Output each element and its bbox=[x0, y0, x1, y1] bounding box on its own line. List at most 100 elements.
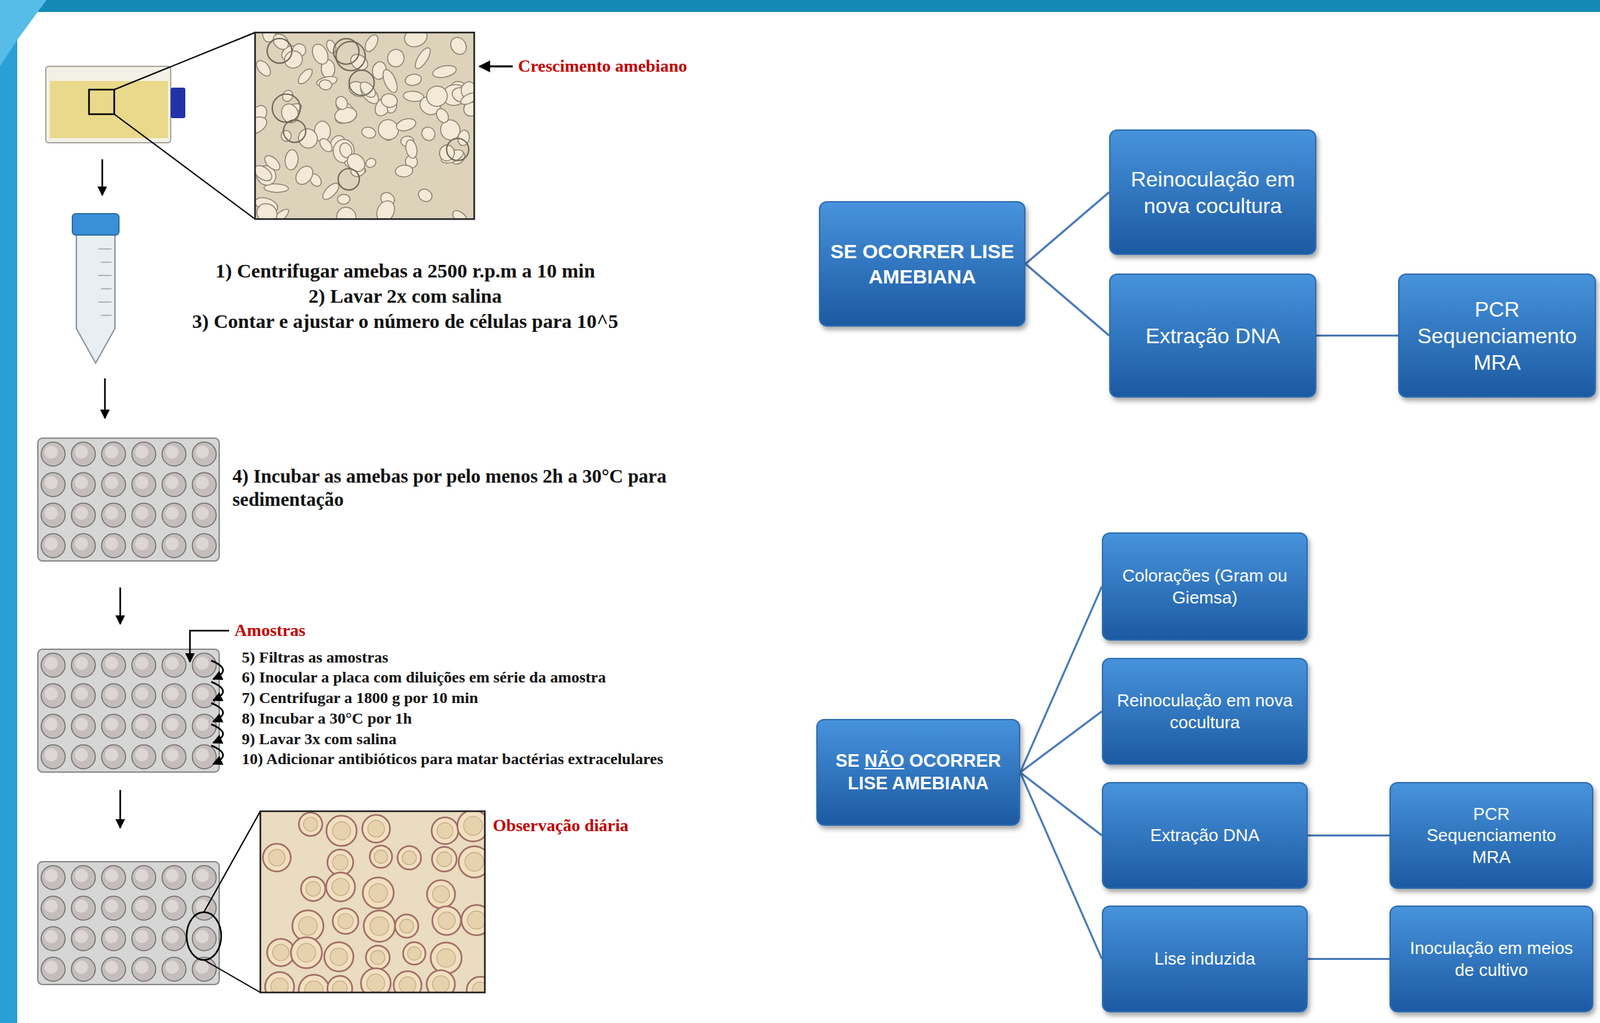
box-text: MRA bbox=[1472, 846, 1512, 869]
amoeba-cell bbox=[404, 73, 423, 88]
step-text: 4) Incubar as amebas por pelo menos 2h a… bbox=[232, 464, 698, 512]
well-highlight bbox=[135, 899, 149, 914]
well-highlight bbox=[195, 869, 210, 883]
well-highlight bbox=[165, 930, 179, 944]
plate-well bbox=[71, 927, 96, 952]
box-text: Sequenciamento bbox=[1426, 824, 1557, 847]
plate-well bbox=[132, 684, 157, 709]
amoeba-cell bbox=[379, 67, 400, 95]
well-highlight bbox=[195, 506, 210, 521]
well-highlight bbox=[44, 537, 58, 551]
step-text: 8) Incubar a 30°C por 1h bbox=[241, 709, 412, 729]
text-run bbox=[888, 773, 893, 794]
plate-well bbox=[132, 866, 157, 890]
plate-well bbox=[132, 714, 157, 739]
cyst-core bbox=[332, 854, 349, 871]
text-run: NÃO bbox=[864, 751, 905, 772]
amoeba-cell bbox=[255, 57, 274, 79]
well-highlight bbox=[104, 869, 119, 883]
cyst bbox=[427, 880, 455, 909]
amoeba-cell bbox=[401, 32, 430, 50]
well-highlight bbox=[44, 506, 58, 521]
plate-well bbox=[192, 653, 217, 678]
well-highlight bbox=[135, 445, 149, 459]
well-highlight bbox=[135, 476, 149, 490]
callout-label: Crescimento amebiano bbox=[518, 55, 687, 77]
cyst-wall bbox=[466, 977, 485, 993]
plate-well bbox=[101, 957, 126, 982]
plate-well bbox=[71, 472, 96, 497]
top-bar bbox=[0, 0, 1600, 12]
process-box: SE OCORRER LISE AMEBIANA bbox=[818, 201, 1026, 327]
box-text: Reinoculação em nova cocultura bbox=[1111, 690, 1299, 734]
text-run: SE bbox=[835, 751, 860, 772]
micrograph-frame bbox=[260, 811, 485, 993]
cyst-wall bbox=[403, 942, 426, 966]
zoom-line bbox=[114, 32, 256, 90]
plate-well bbox=[132, 533, 157, 558]
plate-well bbox=[162, 503, 186, 528]
cyst bbox=[324, 942, 354, 972]
process-box: Lise induzida bbox=[1101, 905, 1308, 1013]
plate-well bbox=[101, 472, 126, 497]
amoeba-cell bbox=[333, 94, 350, 111]
well-highlight bbox=[44, 656, 58, 671]
amoeba-cell bbox=[332, 203, 360, 220]
cyst bbox=[300, 877, 326, 902]
plate-body bbox=[37, 438, 220, 562]
well-highlight bbox=[75, 476, 89, 490]
cyst-core bbox=[369, 884, 388, 903]
plate-well bbox=[101, 653, 126, 678]
amoeba-cyst bbox=[349, 70, 375, 96]
cyst-wall bbox=[327, 850, 354, 877]
text-run bbox=[859, 751, 865, 772]
cyst-core bbox=[402, 851, 417, 866]
well-highlight bbox=[104, 717, 119, 732]
step-arrow bbox=[119, 587, 122, 625]
corner-accent bbox=[0, 0, 47, 67]
well-highlight bbox=[104, 899, 119, 914]
cyst-core bbox=[330, 948, 348, 966]
zoom-circle bbox=[186, 912, 222, 961]
well-highlight bbox=[165, 869, 179, 883]
cyst-wall bbox=[461, 905, 485, 936]
amoeba-cell bbox=[419, 124, 438, 143]
micrograph bbox=[260, 811, 485, 993]
connector bbox=[1025, 192, 1110, 265]
well-highlight bbox=[75, 445, 89, 459]
text-run: AMEBIANA bbox=[891, 773, 989, 794]
cyst-core bbox=[332, 822, 351, 841]
amoeba-cell bbox=[412, 45, 434, 72]
well-plate bbox=[37, 862, 220, 985]
plate-well bbox=[162, 866, 186, 890]
micrograph-frame bbox=[255, 32, 475, 220]
well-highlight bbox=[75, 869, 89, 883]
step-arrow bbox=[101, 159, 104, 196]
cyst-wall bbox=[363, 910, 396, 942]
plate-well bbox=[132, 745, 157, 770]
cyst bbox=[290, 937, 323, 970]
text-run: LISE bbox=[847, 773, 888, 794]
amoeba-cell bbox=[284, 149, 300, 171]
plate-well bbox=[41, 866, 66, 890]
plate-well bbox=[71, 957, 96, 982]
amoeba-cell bbox=[362, 32, 381, 54]
amoeba-cysts bbox=[263, 811, 485, 993]
cyst-core bbox=[270, 978, 289, 993]
plate-well bbox=[162, 714, 186, 739]
well-highlight bbox=[44, 961, 58, 975]
connector bbox=[1316, 334, 1399, 337]
well-highlight bbox=[135, 717, 149, 732]
connector bbox=[1020, 773, 1102, 837]
cyst-wall bbox=[362, 878, 394, 910]
amoeba-cyst bbox=[272, 94, 301, 123]
cyst bbox=[458, 846, 485, 879]
well-highlight bbox=[135, 748, 149, 762]
well-highlight bbox=[195, 961, 210, 975]
plate-well bbox=[41, 745, 66, 770]
cyst bbox=[426, 970, 455, 993]
plate-well bbox=[71, 896, 96, 921]
process-box: PCRSequenciamentoMRA bbox=[1398, 273, 1597, 398]
